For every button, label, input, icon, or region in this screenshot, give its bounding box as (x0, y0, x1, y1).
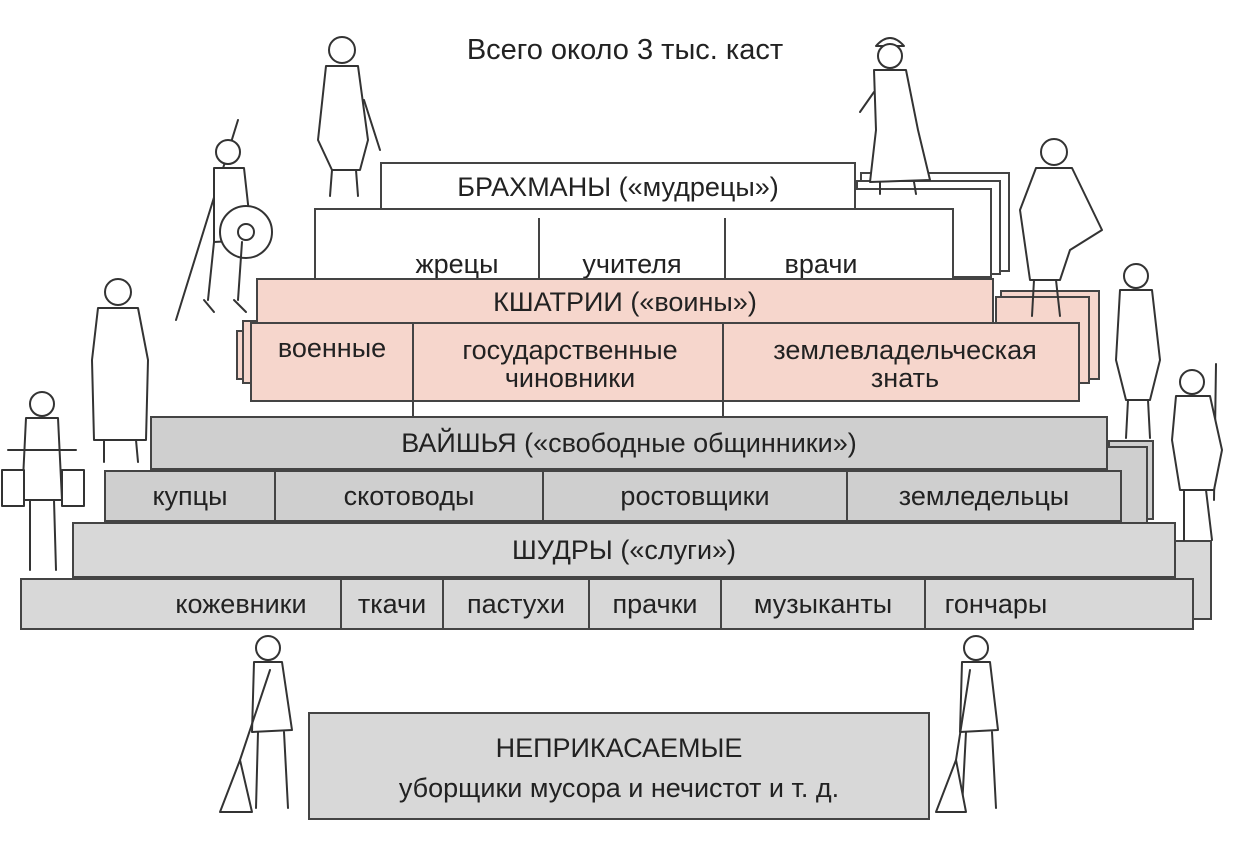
divider (924, 580, 926, 628)
vaishya-group-moneylenders: ростовщики (620, 480, 770, 511)
vaishya-group-merchants: купцы (152, 480, 228, 511)
divider (274, 472, 276, 520)
sweeper-figure-left-icon (219, 635, 293, 813)
shudra-group-laundresses: прачки (612, 588, 698, 619)
divider (720, 580, 722, 628)
divider (588, 580, 590, 628)
vaishya-group-farmers: земледельцы (898, 480, 1070, 511)
shudra-group-potters: гончары (944, 588, 1048, 619)
divider (538, 218, 540, 288)
vaishya-label-block: ВАЙШЬЯ («свободные общинники») (150, 416, 1108, 470)
divider (846, 472, 848, 520)
vaishya-group-herders: скотоводы (343, 480, 475, 511)
kshatriya-groups-block: военные государственные чиновники землев… (250, 322, 1080, 420)
brahman-label: БРАХМАНЫ («мудрецы») (457, 171, 779, 202)
shudra-groups-block: кожевники ткачи пастухи прачки музыканты… (20, 578, 1194, 630)
brahman-groups-block: жрецы учителя врачи (314, 208, 954, 288)
shudra-label: ШУДРЫ («слуги») (511, 534, 737, 565)
kshatriya-group-military: военные (277, 332, 387, 363)
brahman-figure-right-icon (859, 37, 931, 195)
divider (340, 580, 342, 628)
divider (724, 218, 726, 288)
shudra-group-musicians: музыканты (753, 588, 893, 619)
vaishya-groups-block: купцы скотоводы ростовщики земледельцы (104, 470, 1122, 522)
brahman-label-block: БРАХМАНЫ («мудрецы») (380, 162, 856, 212)
merchant-figure-icon (91, 278, 149, 463)
kshatriya-group-officials: государственные чиновники (462, 334, 678, 393)
brahman-group-doctors: врачи (784, 248, 858, 279)
farmer-figure-icon (1115, 263, 1161, 439)
shudra-group-tanners: кожевники (175, 588, 307, 619)
untouchables-label: НЕПРИКАСАЕМЫЕ (495, 732, 743, 763)
divider (722, 324, 724, 420)
kshatriya-label-block: КШАТРИИ («воины») (256, 278, 994, 326)
kshatriya-group-nobility: землевладельческая знать (773, 334, 1037, 393)
sweeper-figure-right-icon (935, 635, 999, 813)
shudra-label-block: ШУДРЫ («слуги») (72, 522, 1176, 578)
divider (412, 324, 414, 420)
brahman-group-teachers: учителя (582, 248, 682, 279)
water-carrier-figure-icon (1, 391, 85, 571)
shudra-group-shepherds: пастухи (467, 588, 565, 619)
divider (542, 472, 544, 520)
shudra-group-weavers: ткачи (357, 588, 427, 619)
divider (442, 580, 444, 628)
untouchables-block: НЕПРИКАСАЕМЫЕ уборщики мусора и нечистот… (308, 712, 930, 820)
noble-figure-right-icon (1019, 138, 1103, 317)
diagram-title: Всего около 3 тыс. каст (466, 34, 784, 66)
vaishya-label: ВАЙШЬЯ («свободные общинники») (401, 427, 857, 458)
warrior-shield-figure-icon (175, 119, 273, 321)
lancer-figure-icon (1171, 363, 1223, 541)
kshatriya-label: КШАТРИИ («воины») (493, 286, 757, 317)
brahman-figure-left-icon (317, 36, 381, 197)
brahman-group-priests: жрецы (415, 248, 499, 279)
untouchables-description: уборщики мусора и нечистот и т. д. (398, 772, 840, 803)
